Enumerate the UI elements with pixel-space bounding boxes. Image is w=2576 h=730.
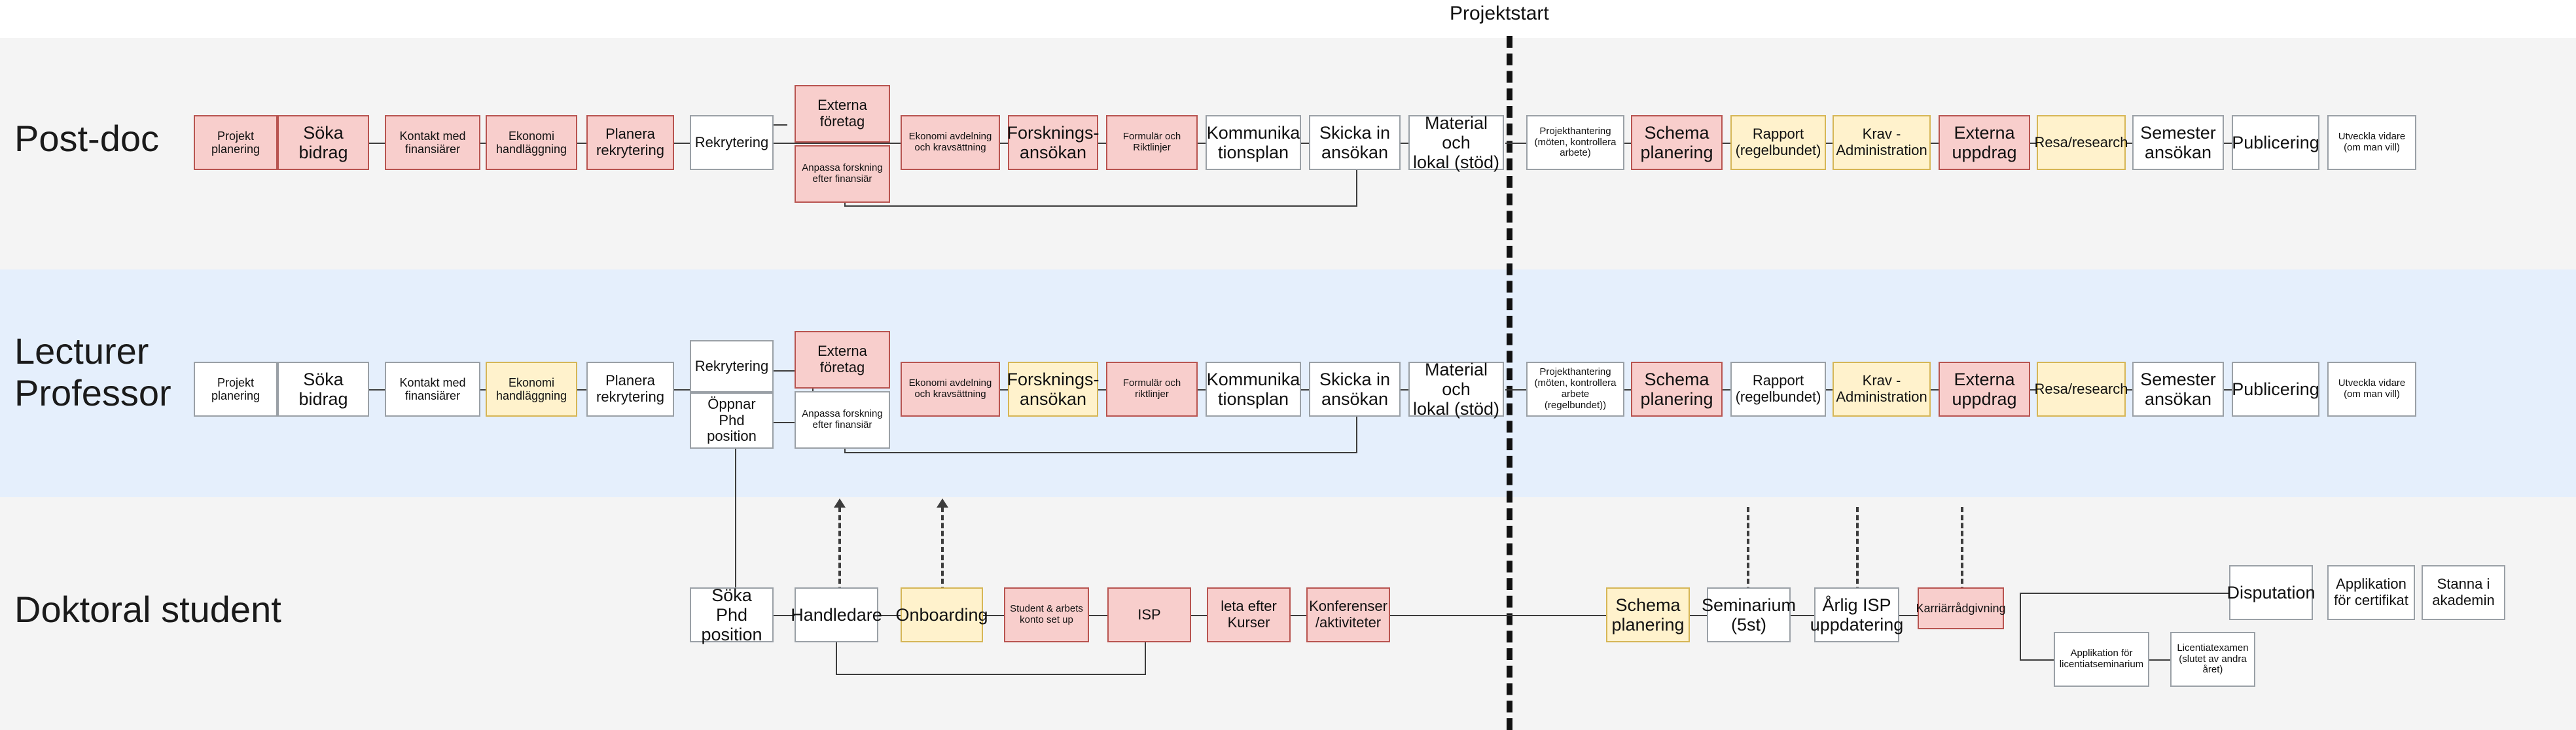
node-lc-semester-ansokan[interactable]: Semester ansökan	[2132, 362, 2224, 417]
node-pd-kommunikationsplan[interactable]: Kommunika tionsplan	[1206, 115, 1301, 170]
node-lc-kommunikationsplan[interactable]: Kommunika tionsplan	[1206, 362, 1301, 417]
node-pd-soka-bidrag[interactable]: Söka bidrag	[277, 115, 369, 170]
node-lc-projekthantering[interactable]: Projekthantering (möten, kontrollera arb…	[1526, 362, 1624, 417]
lecturer-to-doctoral-line	[735, 440, 736, 595]
node-dr-handledare[interactable]: Handledare	[791, 587, 882, 642]
doctoral-split-bottom	[2020, 659, 2054, 661]
node-pd-externa-uppdrag[interactable]: Externa uppdrag	[1939, 115, 2030, 170]
node-pd-material-lokal[interactable]: Material och lokal (stöd)	[1408, 113, 1504, 172]
node-pd-rekrytering[interactable]: Rekrytering	[690, 115, 774, 170]
node-pd-formular-riktlinjer[interactable]: Formulär och Riktlinjer	[1106, 115, 1198, 170]
doctoral-split-v2	[2020, 615, 2021, 661]
node-dr-licentiatexamen[interactable]: Licentiatexamen (slutet av andra året)	[2170, 632, 2255, 687]
lecturer-loop-down	[1356, 408, 1357, 453]
node-dr-stanna-akademin[interactable]: Stanna i akademin	[2422, 565, 2505, 620]
dash-onboarding-arrowhead	[937, 498, 948, 508]
node-lc-publicering[interactable]: Publicering	[2232, 362, 2319, 417]
node-lc-soka-bidrag[interactable]: Söka bidrag	[277, 362, 369, 417]
node-lc-projekt-planering[interactable]: Projekt planering	[194, 362, 277, 417]
node-dr-applikation-certifikat[interactable]: Applikation för certifikat	[2327, 565, 2415, 620]
node-lc-rapport[interactable]: Rapport (regelbundet)	[1730, 362, 1826, 417]
row-label-lecturer: Lecturer Professor	[14, 330, 171, 413]
node-dr-schema-planering[interactable]: Schema planering	[1606, 587, 1690, 642]
projektstart-timeline	[1507, 36, 1512, 730]
node-dr-arlig-isp[interactable]: Årlig ISP uppdatering	[1810, 587, 1903, 642]
node-pd-forsknings-ansokan[interactable]: Forsknings- ansökan	[1007, 115, 1100, 170]
node-pd-semester-ansokan[interactable]: Semester ansökan	[2132, 115, 2224, 170]
node-lc-oppnar-phd-position[interactable]: Öppnar Phd position	[690, 392, 774, 449]
node-lc-kontakt-finansiarer[interactable]: Kontakt med finansiärer	[385, 362, 480, 417]
node-pd-krav-administration[interactable]: Krav - Administration	[1833, 115, 1931, 170]
node-pd-kontakt-finansiarer[interactable]: Kontakt med finansiärer	[385, 115, 480, 170]
doctoral-loop-down	[1145, 633, 1146, 675]
row-label-doctoral: Doktoral student	[14, 589, 281, 630]
node-lc-utveckla-vidare[interactable]: Utveckla vidare (om man vill)	[2327, 362, 2416, 417]
node-pd-skicka-in-ansokan[interactable]: Skicka in ansökan	[1309, 115, 1401, 170]
node-lc-krav-administration[interactable]: Krav - Administration	[1833, 362, 1931, 417]
node-pd-anpassa-forskning[interactable]: Anpassa forskning efter finansiär	[795, 145, 890, 203]
node-pd-projekt-planering[interactable]: Projekt planering	[194, 115, 277, 170]
doctoral-loop-h	[836, 674, 1146, 675]
node-dr-seminarium[interactable]: Seminarium (5st)	[1702, 587, 1796, 642]
node-pd-rapport[interactable]: Rapport (regelbundet)	[1730, 115, 1826, 170]
node-lc-anpassa-forskning[interactable]: Anpassa forskning efter finansiär	[795, 391, 890, 449]
node-lc-ekonomi-avdelning[interactable]: Ekonomi avdelning och kravsättning	[901, 362, 1000, 417]
node-pd-externa-foretag[interactable]: Externa företag	[795, 85, 890, 143]
node-lc-skicka-in-ansokan[interactable]: Skicka in ansökan	[1309, 362, 1401, 417]
node-dr-soka-phd-position[interactable]: Söka Phd position	[690, 585, 774, 644]
node-pd-ekonomi-avdelning[interactable]: Ekonomi avdelning och kravsättning	[901, 115, 1000, 170]
lecturer-loop-h	[844, 452, 1357, 453]
projektstart-label: Projektstart	[1450, 3, 1549, 24]
node-dr-applikation-licentiat[interactable]: Applikation för licentiatseminarium	[2054, 632, 2149, 687]
node-pd-planera-rekrytering[interactable]: Planera rekrytering	[586, 115, 674, 170]
doctoral-split-top	[2020, 593, 2229, 594]
doctoral-lic-to-exam	[2149, 659, 2170, 661]
postdoc-loop-h	[844, 205, 1357, 207]
dash-seminarium	[1747, 507, 1749, 592]
node-pd-projekthantering[interactable]: Projekthantering (möten, kontrollera arb…	[1526, 115, 1624, 170]
node-dr-onboarding[interactable]: Onboarding	[895, 587, 988, 642]
doctoral-loop-up	[836, 640, 837, 675]
node-pd-publicering[interactable]: Publicering	[2232, 115, 2319, 170]
postdoc-loop-down	[1356, 161, 1357, 207]
node-pd-ekonomi-handlaggning[interactable]: Ekonomi handläggning	[486, 115, 577, 170]
dash-arlig-isp	[1856, 507, 1859, 592]
dash-handledare-arrowhead	[834, 498, 846, 508]
node-lc-material-lokal[interactable]: Material och lokal (stöd)	[1408, 360, 1504, 419]
dash-onboarding	[941, 507, 944, 592]
node-dr-konferenser[interactable]: Konferenser /aktiviteter	[1306, 587, 1390, 642]
node-lc-externa-uppdrag[interactable]: Externa uppdrag	[1939, 362, 2030, 417]
node-lc-ekonomi-handlaggning[interactable]: Ekonomi handläggning	[486, 362, 577, 417]
postdoc-mainline-a	[277, 143, 1398, 144]
node-lc-planera-rekrytering[interactable]: Planera rekrytering	[586, 362, 674, 417]
node-lc-forsknings-ansokan[interactable]: Forsknings- ansökan	[1007, 362, 1100, 417]
node-pd-resa-research[interactable]: Resa/research	[2034, 115, 2128, 170]
node-pd-utveckla-vidare[interactable]: Utveckla vidare (om man vill)	[2327, 115, 2416, 170]
dash-karriar	[1961, 507, 1963, 592]
node-lc-rekrytering[interactable]: Rekrytering	[690, 340, 774, 392]
node-dr-leta-efter-kurser[interactable]: leta efter Kurser	[1207, 587, 1291, 642]
dash-handledare	[838, 507, 841, 592]
node-lc-schema-planering[interactable]: Schema planering	[1631, 362, 1723, 417]
node-dr-isp[interactable]: ISP	[1107, 587, 1191, 642]
node-lc-externa-foretag[interactable]: Externa företag	[795, 331, 890, 389]
node-dr-konto-setup[interactable]: Student & arbets konto set up	[1004, 587, 1089, 642]
row-label-postdoc: Post-doc	[14, 118, 159, 159]
node-dr-disputation[interactable]: Disputation	[2227, 565, 2316, 620]
node-pd-schema-planering[interactable]: Schema planering	[1631, 115, 1723, 170]
node-dr-karriarradgivning[interactable]: Karriärrådgivning	[1916, 587, 2006, 629]
node-lc-formular-riktlinjer[interactable]: Formulär och riktlinjer	[1106, 362, 1198, 417]
node-lc-resa-research[interactable]: Resa/research	[2034, 362, 2128, 417]
